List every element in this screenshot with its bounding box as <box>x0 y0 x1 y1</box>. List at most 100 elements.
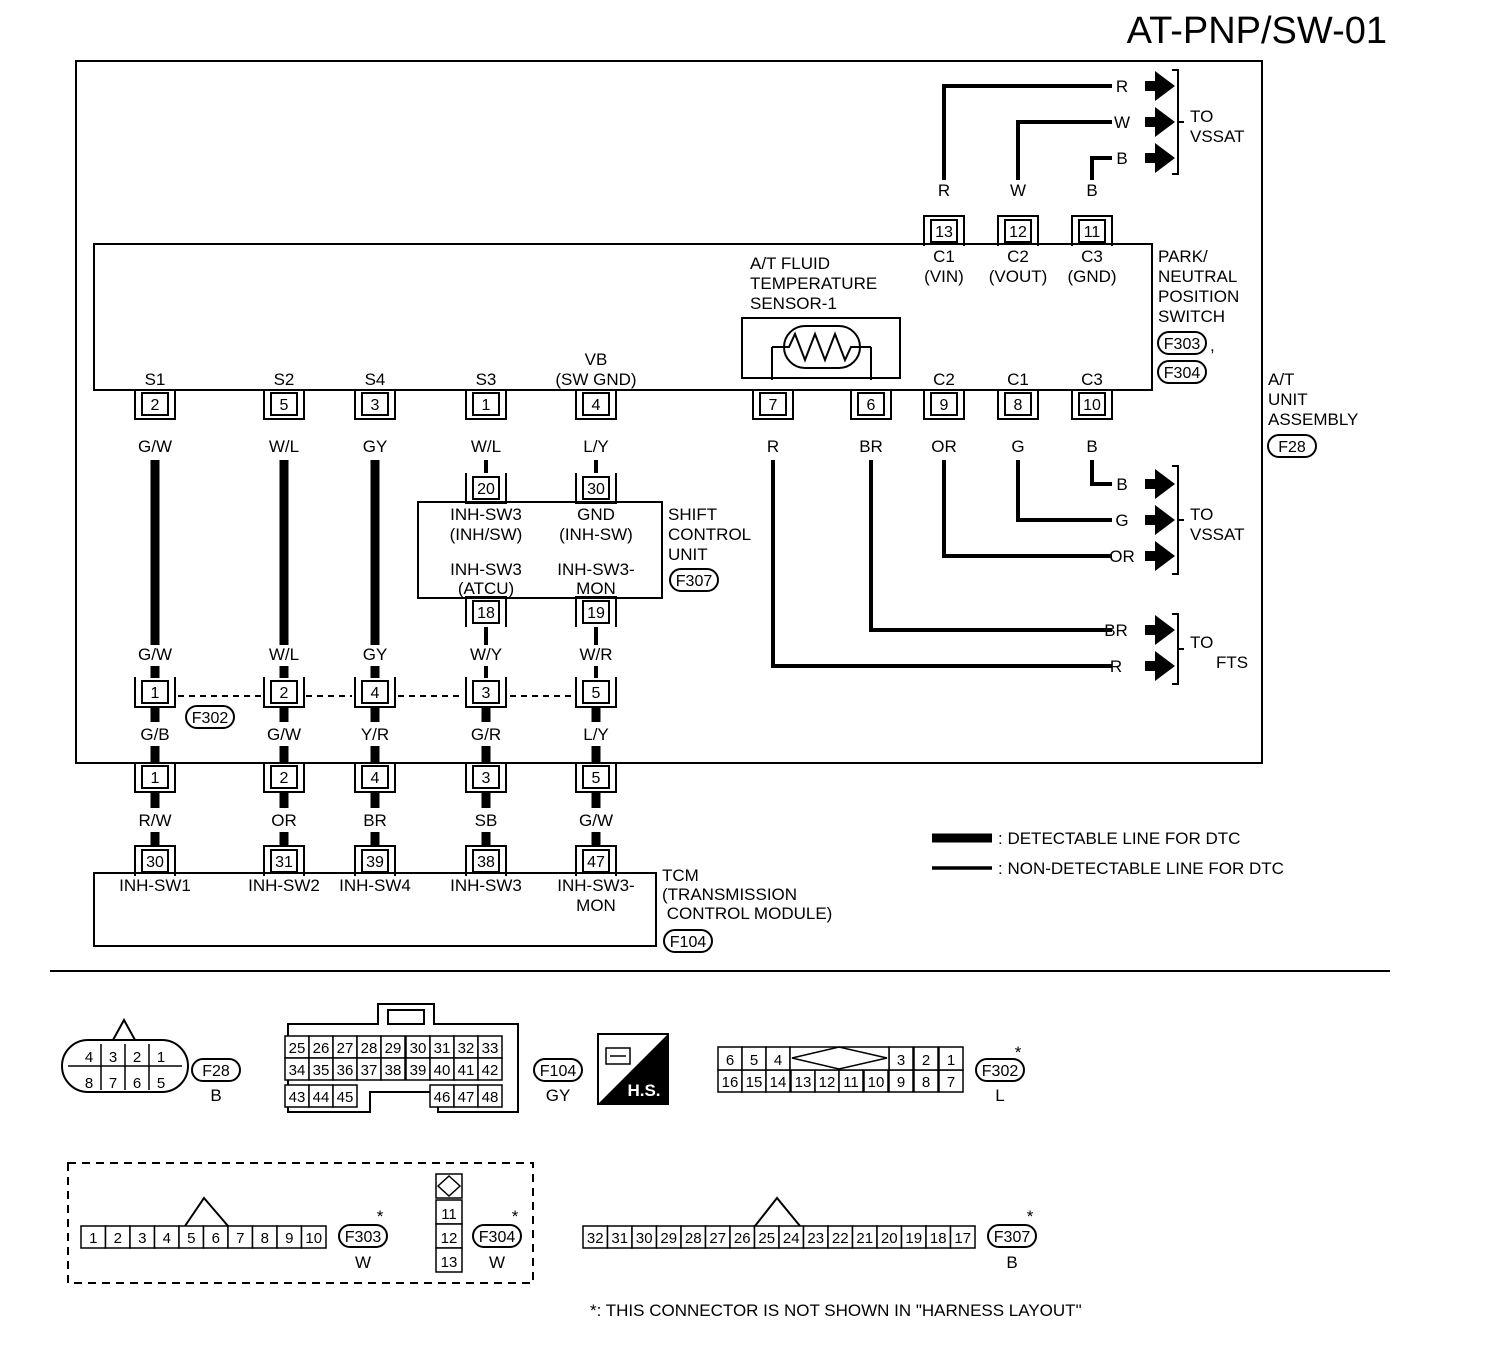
connector-cell: 4 <box>153 1225 180 1249</box>
harness-pin-3: 3 <box>465 762 507 793</box>
pin-number: 12 <box>1009 224 1027 241</box>
connector-cell: 11 <box>435 1199 463 1225</box>
destination-label: TO <box>1190 505 1213 524</box>
wire-vssat-r <box>942 84 1112 180</box>
joint-connector-badge: F302 <box>185 705 235 729</box>
cell-label: 32 <box>587 1230 604 1247</box>
pin-bracket <box>354 762 396 793</box>
pin-name: (VIN) <box>924 267 964 286</box>
shift-pin-30: 30 <box>575 473 617 504</box>
at-unit-connector-badge: F28 <box>1267 434 1317 458</box>
connector-cell: 39 <box>405 1057 431 1081</box>
pin-box <box>582 392 610 416</box>
tcm-pin-38: 38 <box>465 845 507 876</box>
pin-bracket <box>465 596 507 627</box>
connector-cell: 48 <box>477 1084 503 1108</box>
pin-bracket <box>850 389 892 420</box>
pin-box <box>270 849 298 873</box>
legend: : DETECTABLE LINE FOR DTC : NON-DETECTAB… <box>932 829 1284 878</box>
f304-key <box>436 1174 462 1198</box>
pin-box <box>759 392 787 416</box>
pin-bracket <box>134 677 176 708</box>
connector-cell: 32 <box>453 1035 479 1059</box>
pin-box <box>930 392 958 416</box>
pin-number: 10 <box>1083 397 1101 414</box>
pnp-bottom-pin-9: 9 <box>923 389 965 420</box>
cell-label: 38 <box>385 1062 402 1079</box>
cell-label: 6 <box>726 1052 734 1069</box>
cell-label: 18 <box>930 1230 947 1247</box>
tcm-pin-31: 31 <box>263 845 305 876</box>
wire-color-label: R <box>938 181 950 200</box>
pin-bracket <box>134 762 176 793</box>
pin-box <box>1078 392 1106 416</box>
connector-cell: 29 <box>380 1035 406 1059</box>
badge-outline <box>185 705 235 729</box>
pin-number: 11 <box>1084 224 1101 241</box>
joint-pin-3: 3 <box>465 677 507 708</box>
wire-color-label: B <box>1116 149 1127 168</box>
connector-cell: 28 <box>356 1035 382 1059</box>
connector-cell: 33 <box>477 1035 503 1059</box>
badge-outline <box>533 1058 583 1082</box>
shift-pin-19: 19 <box>575 596 617 627</box>
cell-label: 29 <box>385 1040 402 1057</box>
wire-color-label: OR <box>1109 547 1135 566</box>
tcm-pin-name: INH-SW4 <box>339 876 411 895</box>
connector-cell: 3 <box>129 1225 156 1249</box>
vssat-arrow <box>1145 541 1175 571</box>
wire-color-label: G <box>1115 511 1128 530</box>
cell-label: 8 <box>261 1230 269 1247</box>
badge-label: F104 <box>670 934 707 951</box>
pnp-connector-badge-1: F303 <box>1157 331 1207 355</box>
pin-bracket <box>575 845 617 876</box>
svg-text:TEMPERATURE: TEMPERATURE <box>750 274 877 293</box>
pin-number: 5 <box>592 685 601 702</box>
pin-number: 30 <box>587 481 605 498</box>
cell-label: 33 <box>482 1040 499 1057</box>
pin-box <box>472 680 500 704</box>
connector-cell: 11 <box>838 1069 864 1093</box>
pnp-bottom-pin-1: 1 <box>465 389 507 420</box>
f307-badge: F307 <box>987 1224 1037 1248</box>
wire-fts-r <box>771 460 1112 668</box>
cell-label: 19 <box>905 1230 922 1247</box>
cell-label: 27 <box>709 1230 726 1247</box>
cell-label: 41 <box>458 1062 475 1079</box>
pin-name: C2 <box>1007 247 1029 266</box>
pin-bracket <box>134 389 176 420</box>
cell-label: 11 <box>843 1074 859 1091</box>
cell-label: 22 <box>832 1230 849 1247</box>
pnp-connector-badge-2: F304 <box>1157 360 1207 384</box>
f307-key <box>754 1196 801 1227</box>
badge-label: F28 <box>1278 439 1306 456</box>
tcm-pin-name: INH-SW2 <box>248 876 320 895</box>
pin-number: 9 <box>940 397 949 414</box>
cell-label: 26 <box>313 1040 330 1057</box>
cell-label: 4 <box>774 1052 782 1069</box>
pin-number: 30 <box>146 854 164 871</box>
harness-pin-5: 5 <box>575 762 617 793</box>
connector-cell: 3 <box>888 1046 914 1071</box>
cell-label: 40 <box>434 1062 451 1079</box>
pin-bracket <box>263 677 305 708</box>
wire-vssat-or <box>942 460 1112 558</box>
connector-cell: 26 <box>308 1035 334 1059</box>
badge-outline <box>191 1058 241 1082</box>
cell-label: 7 <box>947 1074 955 1091</box>
connector-cell: 17 <box>949 1225 976 1249</box>
pnp-top-pin-11: 11 <box>1071 215 1113 246</box>
pin-number: 31 <box>275 854 293 871</box>
f302-blank <box>789 1046 890 1071</box>
wire-color-label: R <box>1116 77 1128 96</box>
cell-label: 2 <box>922 1052 930 1069</box>
svg-text:NEUTRAL: NEUTRAL <box>1158 267 1237 286</box>
cell-label: 44 <box>313 1089 330 1106</box>
f304-badge: F304 <box>472 1224 522 1248</box>
connector-cell: 2 <box>104 1225 131 1249</box>
footnote: *: THIS CONNECTOR IS NOT SHOWN IN "HARNE… <box>590 1301 1082 1320</box>
